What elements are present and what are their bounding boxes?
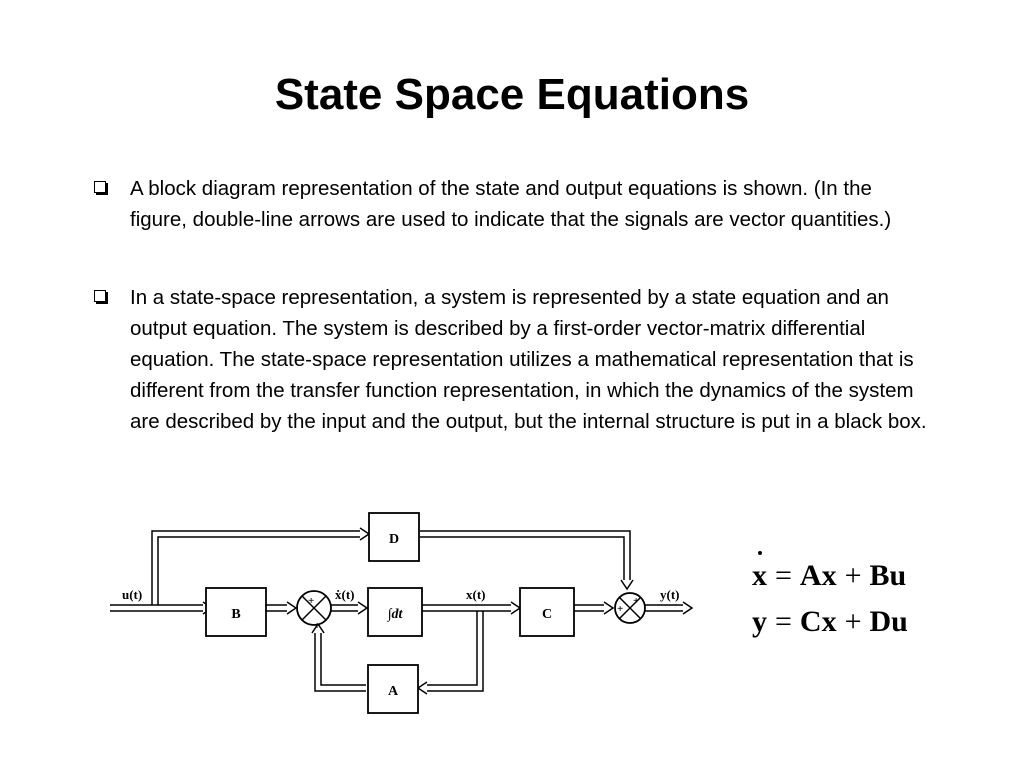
state-space-equations: x = Ax + Bu y = Cx + Du <box>752 551 908 645</box>
block-c: C <box>519 587 575 637</box>
equals-sign: = <box>775 559 792 592</box>
signal-line-sum-to-integrator <box>331 601 369 615</box>
block-a: A <box>367 664 419 714</box>
bullet-text: A block diagram representation of the st… <box>130 177 892 231</box>
block-b-label: B <box>231 607 240 622</box>
integrator-label: ∫dt <box>387 607 404 622</box>
block-d: D <box>368 512 420 562</box>
signal-label-input: u(t) <box>122 587 142 602</box>
equals-sign: = <box>775 605 792 638</box>
state-equation: x = Ax + Bu <box>752 551 908 599</box>
checkbox-bullet-icon <box>94 290 106 302</box>
plus-sign: + <box>308 595 314 607</box>
signal-line-c-to-sum <box>574 601 615 615</box>
state-equation-term-ax: Ax <box>799 559 837 592</box>
summing-junction-state: + + <box>296 590 332 632</box>
bullet-item: A block diagram representation of the st… <box>94 173 934 235</box>
summing-junction-output: + + <box>614 592 646 624</box>
signal-line-d-to-sum <box>420 530 634 591</box>
bullet-text: In a state-space representation, a syste… <box>130 286 927 433</box>
block-c-label: C <box>542 607 552 622</box>
block-b: B <box>205 587 267 637</box>
signal-line-output <box>644 601 694 615</box>
signal-label-state-derivative: ẋ(t) <box>335 587 355 602</box>
block-d-label: D <box>389 532 399 547</box>
state-equation-term-bu: Bu <box>869 559 907 592</box>
block-diagram: B D ∫dt C A + + + + u(t) ẋ(t) x(t) y(t) <box>110 512 694 714</box>
signal-line-b-to-sum <box>266 601 298 615</box>
output-equation-lhs: y <box>752 605 767 638</box>
signal-line-a-feedback <box>311 622 366 692</box>
bullet-item: In a state-space representation, a syste… <box>94 282 934 437</box>
plus-sign: + <box>633 595 639 607</box>
slide-title: State Space Equations <box>274 70 750 119</box>
output-equation-term-du: Du <box>869 605 908 638</box>
output-equation: y = Cx + Du <box>752 599 908 645</box>
signal-line-integrator-to-c <box>422 601 522 615</box>
signal-line-u-to-b <box>110 601 214 615</box>
signal-label-state: x(t) <box>466 587 486 602</box>
block-a-label: A <box>388 684 399 699</box>
checkbox-bullet-icon <box>94 181 106 193</box>
signal-line-state-to-a <box>416 611 484 695</box>
signal-label-output: y(t) <box>660 587 680 602</box>
plus-sign: + <box>844 559 862 592</box>
block-integrator: ∫dt <box>367 587 423 637</box>
plus-sign: + <box>314 620 320 632</box>
plus-sign: + <box>844 605 862 638</box>
output-equation-term-cx: Cx <box>799 605 837 638</box>
state-equation-lhs: x <box>752 551 767 599</box>
plus-sign: + <box>617 603 623 615</box>
